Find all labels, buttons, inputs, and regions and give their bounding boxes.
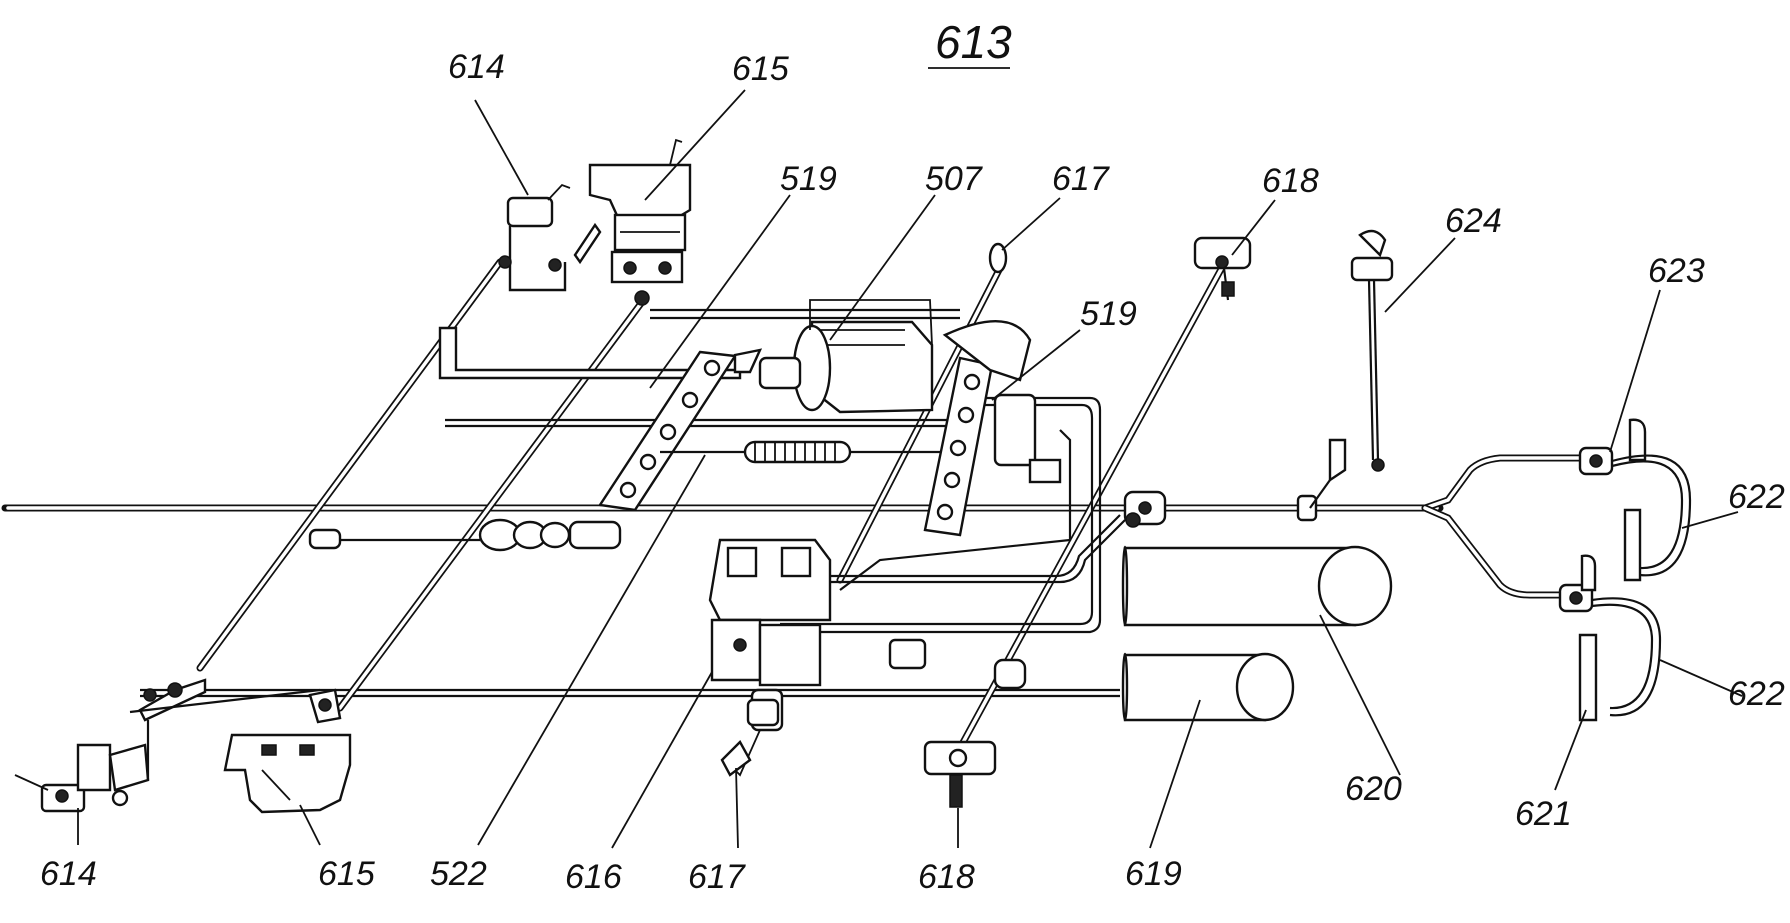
eye-617-bottom: [720, 698, 780, 777]
valve-618-bottom: [923, 740, 997, 808]
handbrake-lever-614-bottom: [14, 678, 321, 813]
pipe-tee: [1123, 490, 1318, 528]
eye-617-top: [988, 242, 1008, 274]
coupling-hose-622-lower: [1558, 554, 1662, 722]
lever-519-right: [923, 319, 1062, 537]
label-623: 623: [1648, 252, 1705, 290]
rod-coupling: [308, 518, 622, 552]
air-reservoir-619: [1121, 652, 1295, 722]
air-reservoir-620: [1121, 545, 1393, 627]
label-616: 616: [565, 858, 622, 896]
figure-title: 613: [935, 16, 1012, 68]
label-615-bottom: 615: [318, 855, 375, 893]
label-622-lower: 622: [1728, 675, 1785, 713]
hanger-624: [1309, 229, 1394, 509]
lever-519-left: [597, 348, 763, 512]
reservoir-piping: [830, 514, 1126, 690]
reference-labels: 614 615 519 507 617 618 624 623 519 622 …: [40, 48, 1785, 896]
label-519-right: 519: [1080, 295, 1137, 333]
label-621: 621: [1515, 795, 1572, 833]
label-614-bottom: 614: [40, 855, 97, 893]
label-619: 619: [1125, 855, 1182, 893]
tension-spring: [660, 440, 960, 464]
central-bracket: [708, 538, 832, 777]
handbrake-lever-614-top: [498, 183, 571, 292]
label-624: 624: [1445, 202, 1502, 240]
coupling-valve-623: [1578, 418, 1692, 582]
lower-rod: [140, 688, 1120, 698]
bracket-615-top: [573, 138, 692, 306]
label-519-left: 519: [780, 160, 837, 198]
label-614-top: 614: [448, 48, 505, 86]
label-507: 507: [925, 160, 983, 198]
label-617-bottom: 617: [688, 858, 746, 896]
label-617-top: 617: [1052, 160, 1110, 198]
label-522: 522: [430, 855, 487, 893]
label-618-bottom: 618: [918, 858, 975, 896]
label-620: 620: [1345, 770, 1402, 808]
branch-pipes: [1421, 454, 1584, 599]
label-615-top: 615: [732, 50, 789, 88]
label-618-top: 618: [1262, 162, 1319, 200]
label-622-upper: 622: [1728, 478, 1785, 516]
leader-lines: [77, 89, 1743, 849]
brake-cylinder-507: [758, 299, 934, 414]
valve-618-top: [1193, 236, 1252, 301]
bracket-615-bottom: [223, 688, 352, 814]
